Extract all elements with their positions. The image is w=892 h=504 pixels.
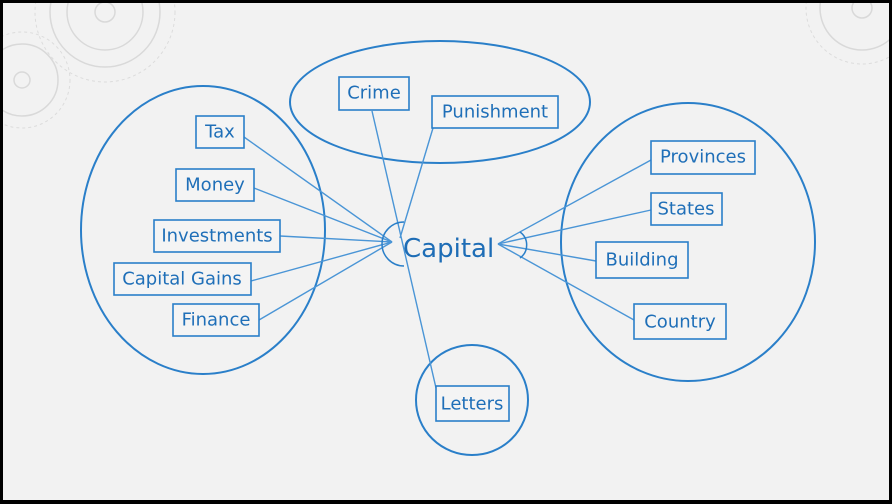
node-label-building: Building: [605, 250, 678, 271]
node-label-capital-gains: Capital Gains: [122, 269, 242, 290]
hub-arc-right: [519, 231, 528, 259]
node-label-tax: Tax: [204, 122, 235, 143]
link-punishment: [399, 127, 434, 239]
node-letters: Letters: [435, 385, 510, 422]
node-country: Country: [633, 303, 727, 340]
word-association-diagram: Capital Tax Money Investments Capital Ga…: [3, 3, 889, 456]
node-money: Money: [175, 168, 255, 202]
link-states: [497, 209, 652, 245]
link-building: [497, 243, 597, 262]
cluster-top-ellipse: [289, 40, 591, 164]
link-tax: [243, 136, 393, 243]
cluster-left-ellipse: [80, 85, 326, 375]
node-label-investments: Investments: [161, 226, 272, 247]
gear-watermark-left: [3, 3, 176, 129]
node-states: States: [650, 192, 723, 226]
link-crime-letters: [371, 110, 437, 389]
link-money: [253, 187, 393, 243]
link-finance: [258, 241, 393, 321]
node-punishment: Punishment: [431, 95, 559, 129]
link-capital-gains: [250, 241, 393, 282]
node-label-punishment: Punishment: [442, 102, 548, 123]
node-label-money: Money: [185, 175, 245, 196]
link-provinces: [497, 159, 652, 245]
node-crime: Crime: [338, 76, 410, 111]
node-label-finance: Finance: [182, 310, 251, 331]
gear-watermark-right: [805, 3, 889, 65]
node-label-letters: Letters: [441, 394, 504, 415]
cluster-bottom-ellipse: [415, 344, 529, 456]
hub-arc-left: [381, 221, 405, 267]
node-capital-gains: Capital Gains: [113, 262, 252, 296]
node-investments: Investments: [153, 219, 281, 253]
node-label-states: States: [657, 199, 714, 220]
node-building: Building: [595, 241, 689, 279]
node-finance: Finance: [172, 303, 260, 337]
node-label-country: Country: [644, 312, 716, 333]
slide: Capital Tax Money Investments Capital Ga…: [3, 3, 889, 500]
center-label: Capital: [403, 234, 494, 264]
cluster-right-ellipse: [560, 102, 816, 382]
node-label-crime: Crime: [347, 83, 401, 104]
link-investments: [279, 235, 393, 243]
node-tax: Tax: [195, 115, 245, 149]
node-label-provinces: Provinces: [660, 147, 746, 168]
node-provinces: Provinces: [650, 140, 756, 175]
